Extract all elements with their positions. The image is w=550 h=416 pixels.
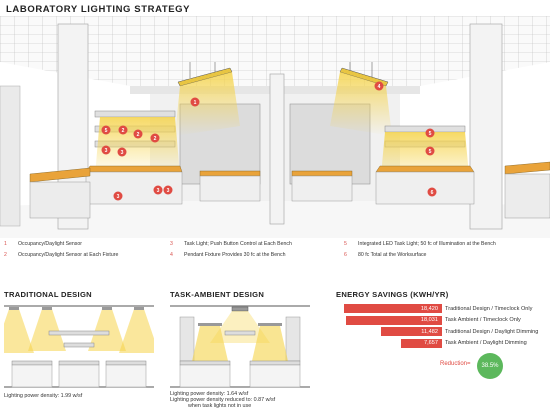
- marker-label: 5: [105, 128, 108, 134]
- task-ambient-title: TASK-AMBIENT DESIGN: [170, 290, 265, 299]
- energy-bar-label: Traditional Design / Daylight Dimming: [445, 328, 539, 335]
- traditional-density: Lighting power density: 1.99 w/sf: [4, 393, 83, 399]
- energy-bar: [401, 338, 442, 348]
- energy-bar-value: 18,031: [420, 317, 438, 323]
- energy-bar-label: Task Ambient / Timeclock Only: [445, 317, 521, 323]
- page-title: LABORATORY LIGHTING STRATEGY: [6, 4, 191, 15]
- marker-label: 2: [122, 128, 125, 134]
- traditional-title: TRADITIONAL DESIGN: [4, 290, 92, 299]
- marker-label: 3: [117, 194, 120, 200]
- marker-label: 4: [378, 84, 381, 90]
- marker-label: 2: [137, 132, 140, 138]
- traditional-diagram: [4, 305, 154, 388]
- energy-title: ENERGY SAVINGS (KWH/YR): [336, 290, 449, 299]
- marker-label: 3: [167, 188, 170, 194]
- marker-label: 3: [157, 188, 160, 194]
- task-ambient-density-3: when task lights not in use: [188, 403, 252, 409]
- energy-bar-value: 18,420: [420, 305, 438, 312]
- energy-bar: [380, 327, 442, 336]
- energy-bar-label: Task Ambient / Daylight Dimming: [445, 340, 527, 346]
- marker-label: 6: [431, 190, 434, 196]
- marker-label: 3: [121, 150, 124, 156]
- marker-label: 1: [194, 100, 197, 106]
- energy-bar-value: 11,482: [421, 328, 438, 335]
- reduction-value: 38.5%: [481, 363, 499, 369]
- reduction-badge: 38.5%: [477, 353, 503, 379]
- task-ambient-diagram: [170, 305, 310, 388]
- energy-bar-label: Traditional Design / Timeclock Only: [445, 305, 533, 312]
- marker-label: 5: [429, 149, 432, 155]
- energy-bar: [346, 315, 442, 325]
- task-ambient-density-2: Lighting power density reduced to: 0.87 …: [170, 397, 276, 403]
- lab-illustration: 1 4 5 2 2 2 3 3 3 3 3 5 5 6: [0, 16, 550, 238]
- marker-label: 5: [429, 131, 432, 137]
- marker-label: 2: [154, 136, 157, 142]
- energy-bar: [344, 304, 442, 313]
- reduction-label: Reduction=: [440, 361, 471, 367]
- task-ambient-density-1: Lighting power density: 1.64 w/sf: [170, 391, 249, 397]
- marker-label: 3: [105, 148, 108, 154]
- energy-chart: 18,420 18,031 11,482 7,657 Traditional D…: [336, 304, 550, 354]
- energy-bar-value: 7,657: [424, 340, 438, 346]
